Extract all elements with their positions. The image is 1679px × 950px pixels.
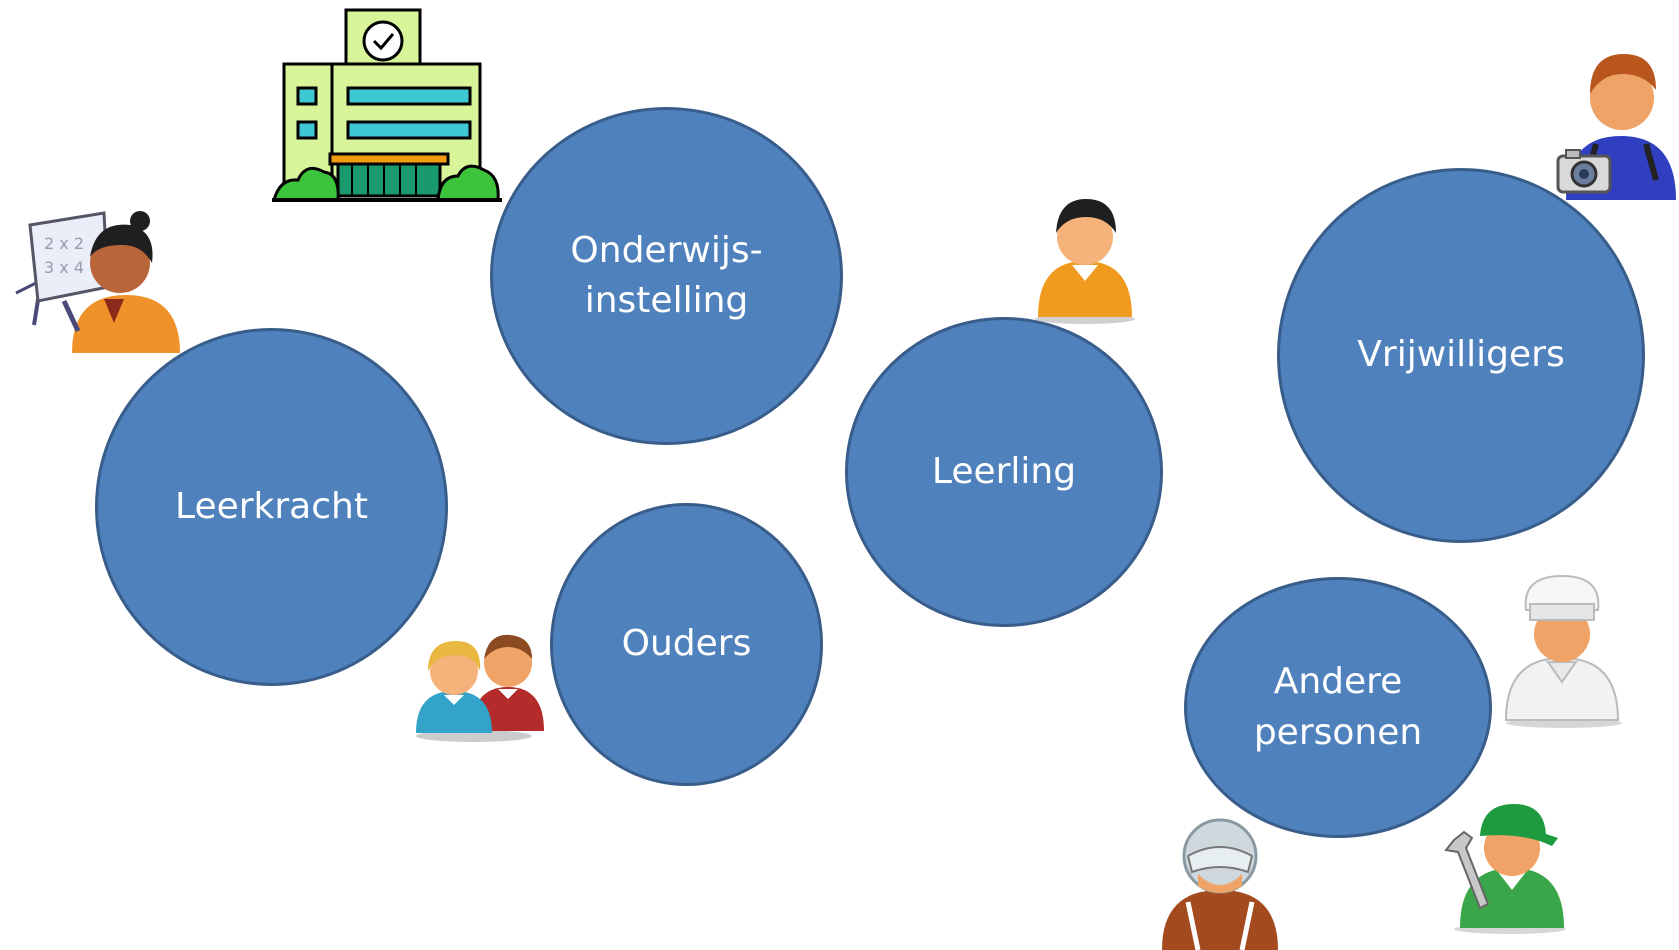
teacher-icon: 2 x 2 3 x 4 bbox=[12, 205, 182, 355]
pilot-icon bbox=[1158, 808, 1288, 950]
school-building-icon bbox=[272, 8, 502, 213]
node-onderwijsinstelling: Onderwijs- instelling bbox=[490, 107, 843, 445]
node-label-leerling: Leerling bbox=[931, 450, 1077, 492]
mechanic-icon bbox=[1440, 800, 1575, 935]
svg-text:2 x 2: 2 x 2 bbox=[44, 234, 84, 253]
node-andere-personen: Andere personen bbox=[1184, 577, 1492, 838]
node-label-andere-personen: Andere personen bbox=[1253, 661, 1423, 753]
node-leerling: Leerling bbox=[845, 317, 1163, 627]
node-label-leerkracht: Leerkracht bbox=[175, 485, 368, 527]
node-label-onderwijsinstelling: Onderwijs- instelling bbox=[570, 229, 763, 321]
student-icon bbox=[1030, 195, 1140, 325]
photographer-icon bbox=[1556, 52, 1679, 202]
node-label-ouders: Ouders bbox=[621, 623, 752, 665]
parents-icon bbox=[412, 623, 547, 743]
cook-icon bbox=[1500, 570, 1630, 730]
svg-text:3 x 4: 3 x 4 bbox=[44, 258, 84, 277]
node-leerkracht: Leerkracht bbox=[95, 328, 448, 686]
node-vrijwilligers: Vrijwilligers bbox=[1277, 168, 1645, 543]
node-label-vrijwilligers: Vrijwilligers bbox=[1357, 334, 1565, 376]
node-ouders: Ouders bbox=[550, 503, 823, 786]
